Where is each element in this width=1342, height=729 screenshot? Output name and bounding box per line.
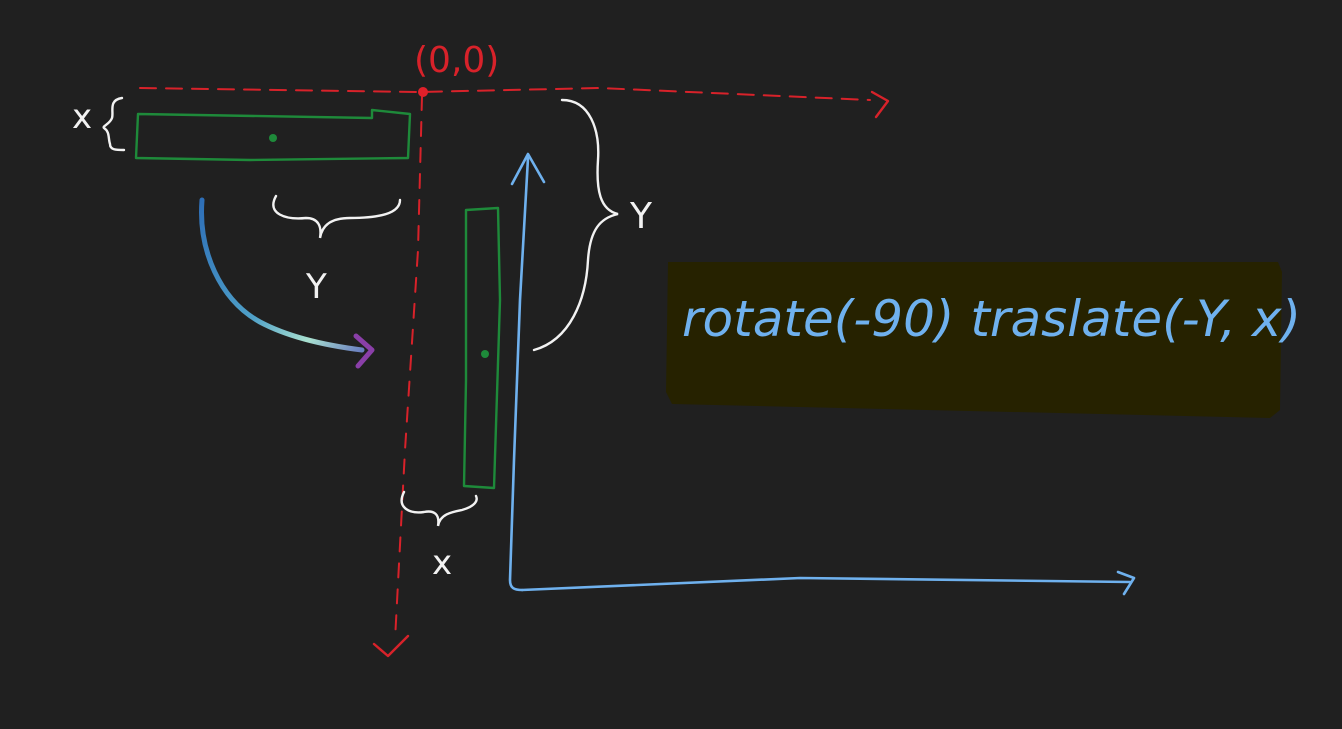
y-label-under-rectangle: Y [305, 267, 327, 307]
transform-formula: rotate(-90) traslate(-Y, x) [682, 290, 1301, 348]
y-label-right: Y [629, 196, 653, 237]
origin-label: (0,0) [414, 40, 499, 81]
y-brace-right [532, 98, 619, 352]
rotation-arrow [199, 197, 365, 353]
y-brace-under-rectangle [272, 194, 402, 239]
x-label-left: x [72, 97, 92, 137]
new-x-axis-arrowhead [1116, 570, 1136, 596]
original-rectangle-center [269, 134, 277, 142]
rotation-arrowhead [353, 333, 375, 369]
rotated-rectangle-center [481, 350, 489, 358]
original-x-axis [139, 86, 871, 101]
x-label-bottom: x [432, 543, 452, 583]
original-x-axis-arrowhead [870, 90, 890, 119]
origin-dot [418, 87, 428, 97]
new-x-axis [520, 576, 1132, 592]
original-y-axis-arrowhead [372, 634, 410, 658]
x-brace-bottom [400, 490, 478, 527]
new-y-axis-arrowhead [510, 152, 546, 186]
original-y-axis [394, 95, 423, 641]
formula-highlight [666, 262, 1282, 418]
x-brace-left [102, 96, 126, 152]
original-rectangle [134, 108, 412, 162]
new-y-axis [508, 156, 530, 592]
rotated-rectangle [462, 206, 502, 490]
